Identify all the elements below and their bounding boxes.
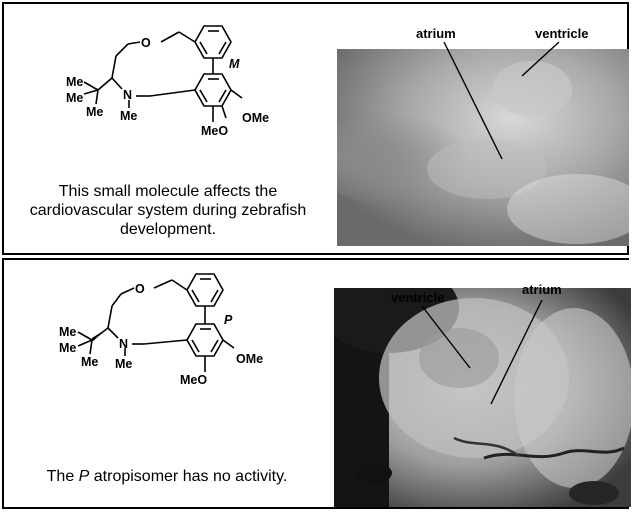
n-methyl-label: Me <box>120 109 137 123</box>
caption-descriptor: P <box>78 468 90 485</box>
methoxy-label-2: OMe <box>236 352 263 366</box>
annotation-arrows-bottom <box>421 299 543 405</box>
tbu-methyl-label-3: Me <box>81 355 98 369</box>
ventricle-label-top: ventricle <box>535 26 589 41</box>
stereo-descriptor-label: P <box>224 313 233 327</box>
bottom-caption: The P atropisomer has no activity. <box>8 467 326 486</box>
zebrafish-heart-photo-control <box>334 288 631 507</box>
tbu-methyl-label-1: Me <box>59 325 76 339</box>
top-panel: O Me Me Me N Me MeO OMe M This small mol… <box>2 2 629 255</box>
ventricle-label-bottom: ventricle <box>391 290 445 305</box>
nitrogen-label: N <box>123 88 132 102</box>
methoxy-label-1: MeO <box>180 373 207 387</box>
bottom-panel: O Me Me Me N Me MeO OMe P The P atropiso… <box>2 258 631 509</box>
caption-prefix: The <box>46 468 79 485</box>
methoxy-label-1: MeO <box>201 124 228 138</box>
zebrafish-heart-photo-treated <box>337 49 629 246</box>
tbu-methyl-label-2: Me <box>66 91 83 105</box>
tbu-methyl-label-3: Me <box>86 105 103 119</box>
atrium-label-top: atrium <box>416 26 456 41</box>
methoxy-label-2: OMe <box>242 111 269 125</box>
tbu-methyl-label-1: Me <box>66 75 83 89</box>
m-atropisomer-structure: O Me Me Me N Me MeO OMe M <box>66 25 269 138</box>
annotation-arrows-top <box>443 41 560 160</box>
top-caption: This small molecule affects the cardiova… <box>29 183 307 238</box>
grayscale-micrograph <box>337 49 629 246</box>
n-methyl-label: Me <box>115 357 132 371</box>
ring-oxygen-label: O <box>135 282 145 296</box>
p-atropisomer-structure: O Me Me Me N Me MeO OMe P <box>59 273 263 387</box>
tbu-methyl-label-2: Me <box>59 341 76 355</box>
caption-rest: atropisomer has no activity. <box>89 468 288 485</box>
grayscale-micrograph <box>334 288 631 507</box>
nitrogen-label: N <box>119 337 128 351</box>
ring-oxygen-label: O <box>141 36 151 50</box>
stereo-descriptor-label: M <box>229 57 240 71</box>
atrium-label-bottom: atrium <box>522 282 562 297</box>
